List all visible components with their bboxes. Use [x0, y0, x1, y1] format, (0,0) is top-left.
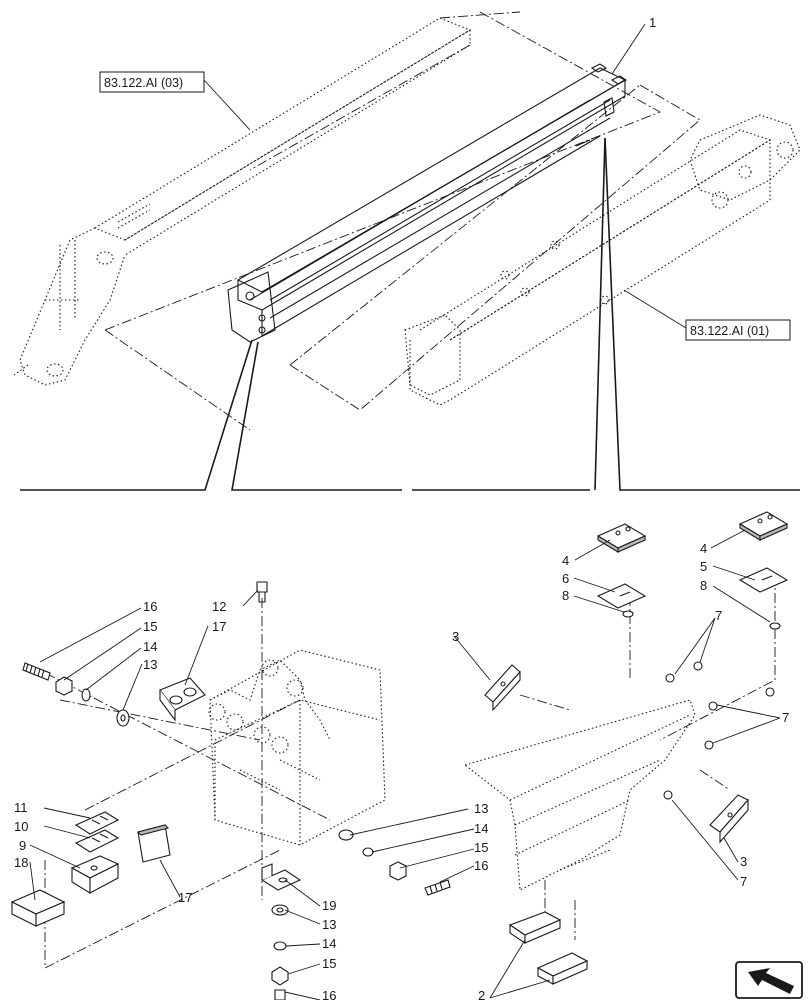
part-19-bracket[interactable] — [260, 863, 302, 891]
part-11-shim[interactable] — [74, 811, 120, 835]
reference-box-83-122-ai-03[interactable]: 83.122.AI (03) — [99, 71, 205, 93]
part-7-screws[interactable] — [663, 661, 775, 800]
callout-3-left: 3 — [452, 629, 459, 644]
part-12-bolt[interactable] — [256, 581, 268, 603]
part-15-left-nut[interactable] — [55, 676, 73, 696]
callout-13-lower: 13 — [322, 917, 336, 932]
part-13-lower-washer[interactable] — [271, 904, 289, 916]
callout-17: 17 — [212, 619, 226, 634]
part-4-pad-center[interactable] — [596, 523, 647, 553]
callout-15: 15 — [143, 619, 157, 634]
callout-3-right: 3 — [740, 854, 747, 869]
reference-label: 83.122.AI (03) — [104, 76, 183, 90]
right-dash-guides — [519, 575, 776, 940]
callout-leaders — [29, 529, 781, 1000]
boom-tip-ghost — [463, 699, 696, 891]
callout-16-right: 16 — [474, 858, 488, 873]
callout-12: 12 — [212, 599, 226, 614]
callout-9: 9 — [19, 838, 26, 853]
callout-19: 19 — [322, 898, 336, 913]
callout-7-upper: 7 — [715, 608, 722, 623]
callout-13: 13 — [143, 657, 157, 672]
part-15-lower-nut[interactable] — [271, 966, 289, 986]
part-16-right-bolt[interactable] — [424, 879, 451, 896]
left-dash-guides — [29, 598, 331, 969]
part-3-wear-pad-right[interactable] — [709, 794, 749, 844]
part-17-pad-bottom[interactable] — [136, 824, 171, 863]
callout-14: 14 — [143, 639, 157, 654]
part-15-right-nut[interactable] — [389, 861, 407, 881]
part-6-shim[interactable] — [596, 583, 647, 609]
callout-14-right: 14 — [474, 821, 488, 836]
callout-labels: 1 16 15 14 13 12 17 11 10 9 18 17 13 14 … — [14, 15, 789, 1000]
part-14-left-washer[interactable] — [81, 688, 91, 702]
callout-2: 2 — [478, 988, 485, 1000]
top-dash-guides — [104, 11, 701, 431]
navigation-arrow-icon[interactable] — [735, 961, 803, 999]
part-18-block[interactable] — [10, 889, 66, 927]
callout-7-middle: 7 — [782, 710, 789, 725]
callout-11: 11 — [14, 800, 28, 815]
part-14-lower-washer[interactable] — [273, 941, 287, 951]
callout-10: 10 — [14, 819, 28, 834]
top-leader-lines — [20, 23, 800, 491]
callout-15-lower: 15 — [322, 956, 336, 971]
callout-16-lower: 16 — [322, 988, 336, 1000]
part-10-shim[interactable] — [74, 829, 120, 853]
reference-label: 83.122.AI (01) — [690, 324, 769, 338]
reference-box-83-122-ai-01[interactable]: 83.122.AI (01) — [685, 319, 791, 341]
part-8-washer-center[interactable] — [622, 610, 634, 618]
part-9-block[interactable] — [70, 855, 120, 894]
callout-8-center: 8 — [562, 588, 569, 603]
callout-16: 16 — [143, 599, 157, 614]
boom-head-ghost — [208, 649, 386, 846]
part-8-washer-right[interactable] — [769, 622, 781, 630]
callout-7-lower: 7 — [740, 874, 747, 889]
callout-5: 5 — [700, 559, 707, 574]
part-14-right-washer[interactable] — [362, 847, 374, 857]
part-5-shim[interactable] — [738, 567, 789, 593]
callout-4-right: 4 — [700, 541, 707, 556]
callout-15-right: 15 — [474, 840, 488, 855]
part-3-wear-pad-left[interactable] — [484, 664, 521, 712]
callout-8-right: 8 — [700, 578, 707, 593]
callout-14-lower: 14 — [322, 936, 336, 951]
part-16-left-bolt[interactable] — [22, 662, 51, 681]
part-13-right-washer[interactable] — [338, 829, 354, 841]
callout-4-center: 4 — [562, 553, 569, 568]
callout-18: 18 — [14, 855, 28, 870]
callout-6: 6 — [562, 571, 569, 586]
part-17-plate-top[interactable] — [159, 677, 206, 722]
inner-boom-section — [227, 63, 628, 343]
part-13-left-washer[interactable] — [116, 709, 130, 727]
callout-1: 1 — [649, 15, 656, 30]
callout-17-lower: 17 — [178, 890, 192, 905]
right-boom-section-ghost — [404, 114, 801, 406]
left-boom-section-ghost — [13, 17, 472, 386]
part-4-pad-right[interactable] — [738, 511, 789, 541]
callout-13-right: 13 — [474, 801, 488, 816]
part-16-lower-bolt[interactable] — [274, 989, 286, 1000]
